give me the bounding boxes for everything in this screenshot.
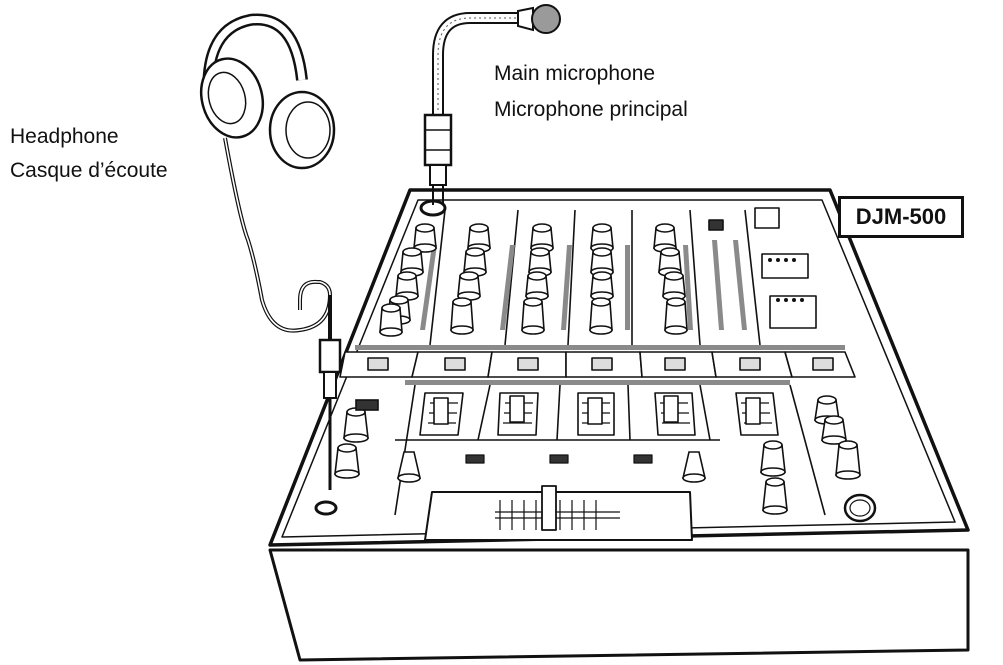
headphone-icon <box>199 13 342 490</box>
microphone-icon <box>423 4 561 205</box>
model-label: DJM-500 <box>838 196 964 238</box>
label-main-microphone-fr: Microphone principal <box>494 98 688 121</box>
label-main-microphone-en: Main microphone <box>494 62 656 85</box>
label-headphone-en: Headphone <box>10 125 119 148</box>
mixer-icon <box>268 188 970 662</box>
label-headphone-fr: Casque d’écoute <box>10 159 168 182</box>
